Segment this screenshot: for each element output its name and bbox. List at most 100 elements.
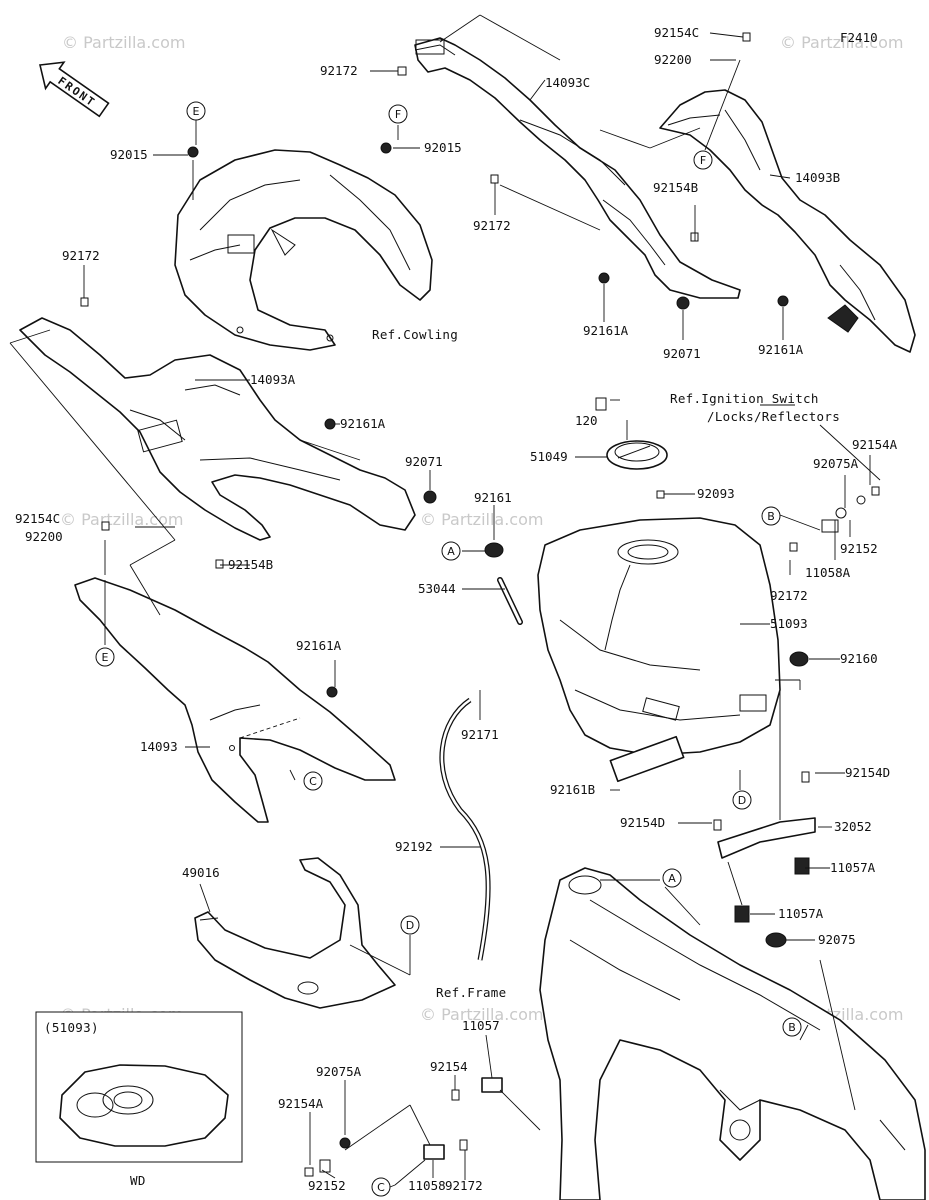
callout-E-low[interactable]: E [95,647,115,667]
label-92160[interactable]: 92160 [840,651,878,666]
label-11058[interactable]: 11058 [408,1178,446,1193]
label-92154C-left[interactable]: 92154C [15,511,60,526]
damper-11057A-b [734,905,750,923]
label-14093B[interactable]: 14093B [795,170,840,185]
panel-14093C-drawing [414,37,741,299]
ref-ignition-line2[interactable]: /Locks/Reflectors [707,409,840,424]
label-92071-mid[interactable]: 92071 [405,454,443,469]
callout-C-low[interactable]: C [371,1177,391,1197]
label-11057A-1[interactable]: 11057A [830,860,876,875]
ref-frame[interactable]: Ref.Frame [436,985,506,1000]
label-92172-c[interactable]: 92172 [62,248,100,263]
label-92200-top[interactable]: 92200 [654,52,692,67]
label-14093A[interactable]: 14093A [250,372,296,387]
label-92015-e[interactable]: 92015 [110,147,148,162]
ref-cowling[interactable]: Ref.Cowling [372,327,458,342]
label-32052[interactable]: 32052 [834,819,872,834]
label-92152-low[interactable]: 92152 [308,1178,346,1193]
watermark-4: © Partzilla.com [420,510,543,529]
label-92154[interactable]: 92154 [430,1059,468,1074]
label-92071-top[interactable]: 92071 [663,346,701,361]
label-92200-left[interactable]: 92200 [25,529,63,544]
label-92172-low[interactable]: 92172 [445,1178,483,1193]
hose-92192-inner [440,698,490,961]
pad-92161B-drawing [609,735,685,783]
callout-B-frame[interactable]: B [782,1017,802,1037]
callout-A-frame[interactable]: A [662,868,682,888]
callout-D-guard-label: D [406,919,414,932]
label-92075A-low[interactable]: 92075A [316,1064,362,1079]
label-92161A-mid[interactable]: 92161A [340,416,386,431]
callout-C-mid-label: C [309,775,317,788]
damper-11057A-a [794,857,810,875]
label-92172-b[interactable]: 92172 [473,218,511,233]
label-92075A-r[interactable]: 92075A [813,456,859,471]
label-14093C[interactable]: 14093C [545,75,590,90]
label-92161B[interactable]: 92161B [550,782,595,797]
callout-F-left[interactable]: F [388,104,408,124]
frame-drawing [539,867,926,1200]
callout-C-mid[interactable]: C [303,771,323,791]
callout-F-left-label: F [395,108,401,121]
grommets [187,142,809,948]
callout-A-frame-label: A [668,872,676,885]
watermark-2: © Partzilla.com [780,33,903,52]
label-92172-a[interactable]: 92172 [320,63,358,78]
label-14093[interactable]: 14093 [140,739,178,754]
watermark-3: © Partzilla.com [60,510,183,529]
label-92154A-r[interactable]: 92154A [852,437,898,452]
callout-E-top[interactable]: E [186,101,206,121]
ref-ignition-line1[interactable]: Ref.Ignition Switch [670,391,819,406]
callout-F-right[interactable]: F [693,150,713,170]
label-92161A-low[interactable]: 92161A [296,638,342,653]
inset-title: (51093) [44,1020,99,1035]
label-92015-f[interactable]: 92015 [424,140,462,155]
label-92172-r[interactable]: 92172 [770,588,808,603]
label-92154B-mid[interactable]: 92154B [228,557,273,572]
inset-box: (51093) WD [35,1011,243,1188]
inset-caption: WD [130,1173,146,1188]
label-51093[interactable]: 51093 [770,616,808,631]
label-92154D-r[interactable]: 92154D [845,765,890,780]
tube-53044-inner [498,578,522,624]
label-11057A-2[interactable]: 11057A [778,906,824,921]
label-11057[interactable]: 11057 [462,1018,500,1033]
label-51049[interactable]: 51049 [530,449,568,464]
part-labels: 92154C 92200 92172 14093C 92015 92015 14… [15,25,898,1193]
callout-F-right-label: F [700,154,706,167]
callout-D-tank[interactable]: D [732,790,752,810]
watermark-6: © Partzilla.com [420,1005,543,1024]
label-92192[interactable]: 92192 [395,839,433,854]
front-arrow-icon: FRONT [39,61,110,118]
callout-D-guard[interactable]: D [400,915,420,935]
label-92154B-top[interactable]: 92154B [653,180,698,195]
inner-cowling-drawing [174,149,433,351]
callout-E-low-label: E [102,651,109,664]
label-92161A-top1[interactable]: 92161A [583,323,629,338]
reference-labels: Ref.Cowling Ref.Ignition Switch /Locks/R… [372,327,840,1000]
label-92075[interactable]: 92075 [818,932,856,947]
label-53044[interactable]: 53044 [418,581,456,596]
leader-lines [9,14,881,1188]
bolts [80,32,880,1151]
panel-14093B-drawing [659,89,916,353]
label-92154A-low[interactable]: 92154A [278,1096,324,1111]
guard-49016-drawing [194,857,396,1009]
fuel-cap-drawing [595,397,668,470]
label-92154D-l[interactable]: 92154D [620,815,665,830]
label-11058A[interactable]: 11058A [805,565,851,580]
label-92152-r[interactable]: 92152 [840,541,878,556]
callout-B-right-label: B [767,510,775,523]
callout-C-low-label: C [377,1181,385,1194]
label-92161A-top2[interactable]: 92161A [758,342,804,357]
label-92171[interactable]: 92171 [461,727,499,742]
label-92093[interactable]: 92093 [697,486,735,501]
label-120[interactable]: 120 [575,413,598,428]
callout-B-right[interactable]: B [761,506,781,526]
label-92154C-top[interactable]: 92154C [654,25,699,40]
label-92161[interactable]: 92161 [474,490,512,505]
callout-A-tank[interactable]: A [441,541,461,561]
callout-E-top-label: E [193,105,200,118]
label-49016[interactable]: 49016 [182,865,220,880]
